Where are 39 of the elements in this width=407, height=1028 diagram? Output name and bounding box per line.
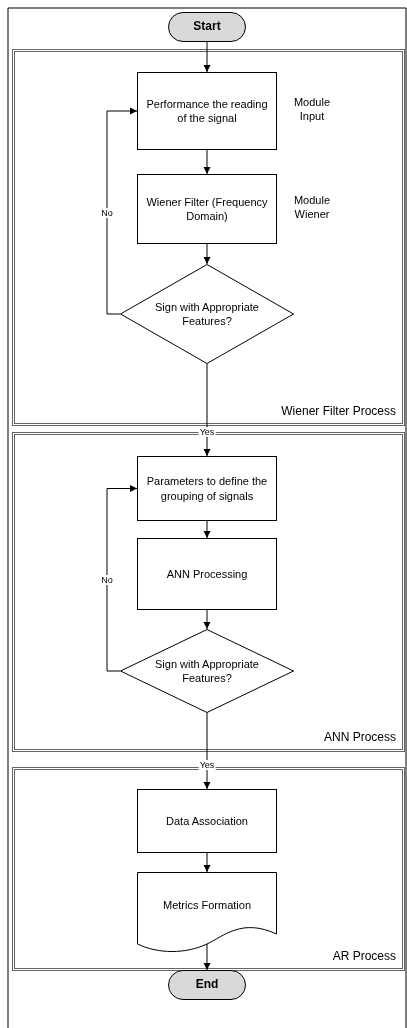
process-box [137,456,277,521]
panel-title: ANN Process [323,730,396,746]
module-label: Module Wiener [292,193,332,222]
node-label: Sign with Appropriate Features? [154,656,260,686]
node-label: Sign with Appropriate Features? [154,299,260,329]
panel-title: Wiener Filter Process [281,404,396,420]
arrow [203,363,211,457]
decision-diamond [120,264,294,364]
panel-title: AR Process [332,949,396,965]
node-label: Data Association [166,813,248,829]
process-panel [12,49,405,426]
arrow [203,943,211,971]
arrow [203,243,211,265]
process-box [137,538,277,610]
node-label: Parameters to define the grouping of signals [145,474,269,503]
arrow [203,712,211,790]
process-box [137,789,277,853]
arrow [106,107,138,315]
decision-diamond [120,629,294,713]
process-box [137,72,277,150]
arrow [203,609,211,630]
edge-label: No [100,574,114,585]
edge-label: Yes [198,760,216,770]
node-label: Start [193,19,221,35]
node-label: Wiener Filter (Frequency Domain) [145,194,269,224]
edge-label: No [100,207,114,218]
process-box [137,174,277,244]
arrow [203,852,211,873]
node-label: End [195,977,219,993]
arrow [203,520,211,539]
edge-label: Yes [198,427,216,437]
node-label: Metrics Formation [163,897,251,913]
arrow [203,41,211,73]
node-label: Performance the reading of the signal [145,96,269,126]
process-panel [12,767,405,971]
arrow [106,485,138,672]
module-label: Module Input [292,95,332,124]
arrow [203,149,211,175]
node-label: ANN Processing [166,566,248,582]
